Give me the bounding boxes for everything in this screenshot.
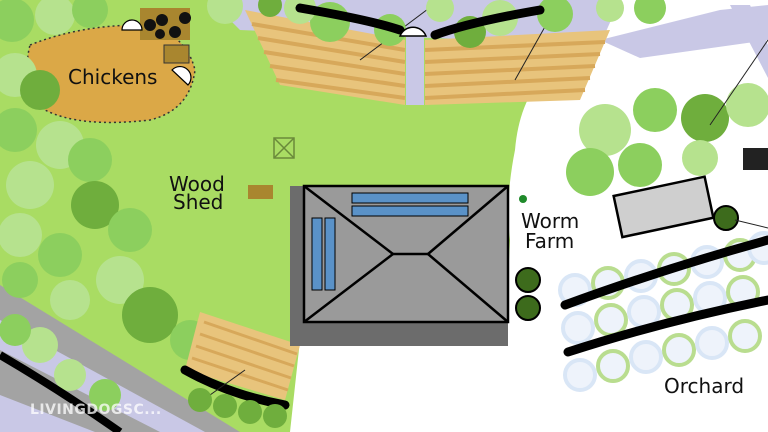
hedge-lower-left xyxy=(0,351,123,432)
gate-chicken-run-2 xyxy=(171,65,192,86)
label-worm-farm-2: Farm xyxy=(525,229,575,253)
hedge-top-right xyxy=(430,5,545,40)
orchard-tree xyxy=(563,358,597,392)
worm-farm-bin-1 xyxy=(515,267,541,293)
path-right-edge xyxy=(730,5,768,78)
orchard-tree xyxy=(594,303,628,337)
orchard-hedge-row-2 xyxy=(563,295,768,357)
roof-ridges xyxy=(303,185,509,323)
gate-chicken-run xyxy=(121,19,143,31)
solar-panel-left-1 xyxy=(311,217,323,291)
tree-canopy-right xyxy=(566,83,768,196)
solar-panel-top-2 xyxy=(351,205,469,217)
hedge-lower xyxy=(180,365,290,410)
orchard-tree xyxy=(695,326,729,360)
label-orchard: Orchard xyxy=(664,374,745,398)
orchard-tree xyxy=(728,319,762,353)
road-lower-left xyxy=(0,285,240,432)
hedge-top-left xyxy=(295,3,405,35)
road-lower-left-2 xyxy=(0,350,160,432)
garden-bed-lower-rows xyxy=(191,320,298,392)
survey-line-shed xyxy=(734,219,768,229)
tree-canopy-left xyxy=(0,0,210,411)
path-divider xyxy=(406,25,424,105)
garden-shed xyxy=(612,175,715,239)
orchard-tree xyxy=(629,340,663,374)
orchard-tree xyxy=(596,349,630,383)
path-top-right xyxy=(600,5,768,58)
label-chickens: Chickens xyxy=(68,65,158,89)
orchard-tree xyxy=(662,333,696,367)
label-wood-shed-2: Shed xyxy=(173,190,224,214)
rain-barrel xyxy=(713,205,739,231)
label-wood-shed-1: Wood xyxy=(169,172,225,196)
shrubs-lower xyxy=(188,388,287,428)
watermark-logo: LIVINGDOGSC... xyxy=(30,402,162,418)
garden-bed-lower xyxy=(185,312,300,400)
chicken-feeders xyxy=(144,12,191,39)
compost-bin xyxy=(273,137,295,159)
gate-top xyxy=(398,26,428,37)
orchard-tree xyxy=(561,311,595,345)
chicken-run xyxy=(26,24,196,124)
wood-shed xyxy=(248,185,273,199)
label-worm-farm-1: Worm xyxy=(521,209,580,233)
solar-panel-left-2 xyxy=(324,217,336,291)
survey-line-lower xyxy=(209,369,246,396)
worm-farm-marker xyxy=(519,195,527,203)
solar-panel-top-1 xyxy=(351,192,469,204)
nesting-box xyxy=(163,44,190,64)
worm-farm-bin-2 xyxy=(515,295,541,321)
orchard-hedge-row-1 xyxy=(560,235,768,310)
survey-line-right xyxy=(709,39,768,126)
water-tank xyxy=(743,148,768,170)
